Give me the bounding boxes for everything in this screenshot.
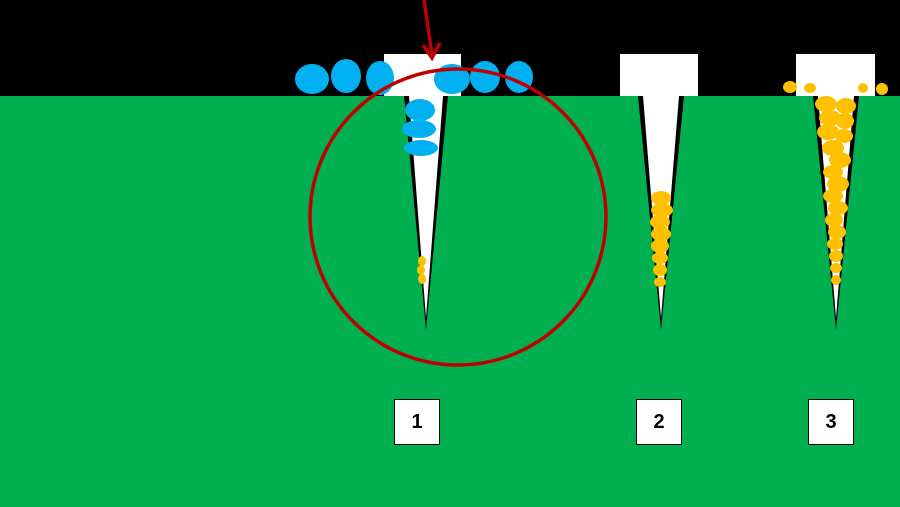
arrow-down-icon (421, 0, 442, 62)
yellow-particles-tip-2 (650, 191, 673, 287)
yellow-particles-tip-1 (417, 256, 426, 284)
green-ground (0, 96, 900, 507)
label-tip-3: 3 (808, 399, 854, 445)
label-tip-2: 2 (636, 399, 682, 445)
label-tip-1: 1 (394, 399, 440, 445)
yellow-particles-tip-3 (783, 81, 888, 285)
highlight-circle (308, 67, 608, 367)
